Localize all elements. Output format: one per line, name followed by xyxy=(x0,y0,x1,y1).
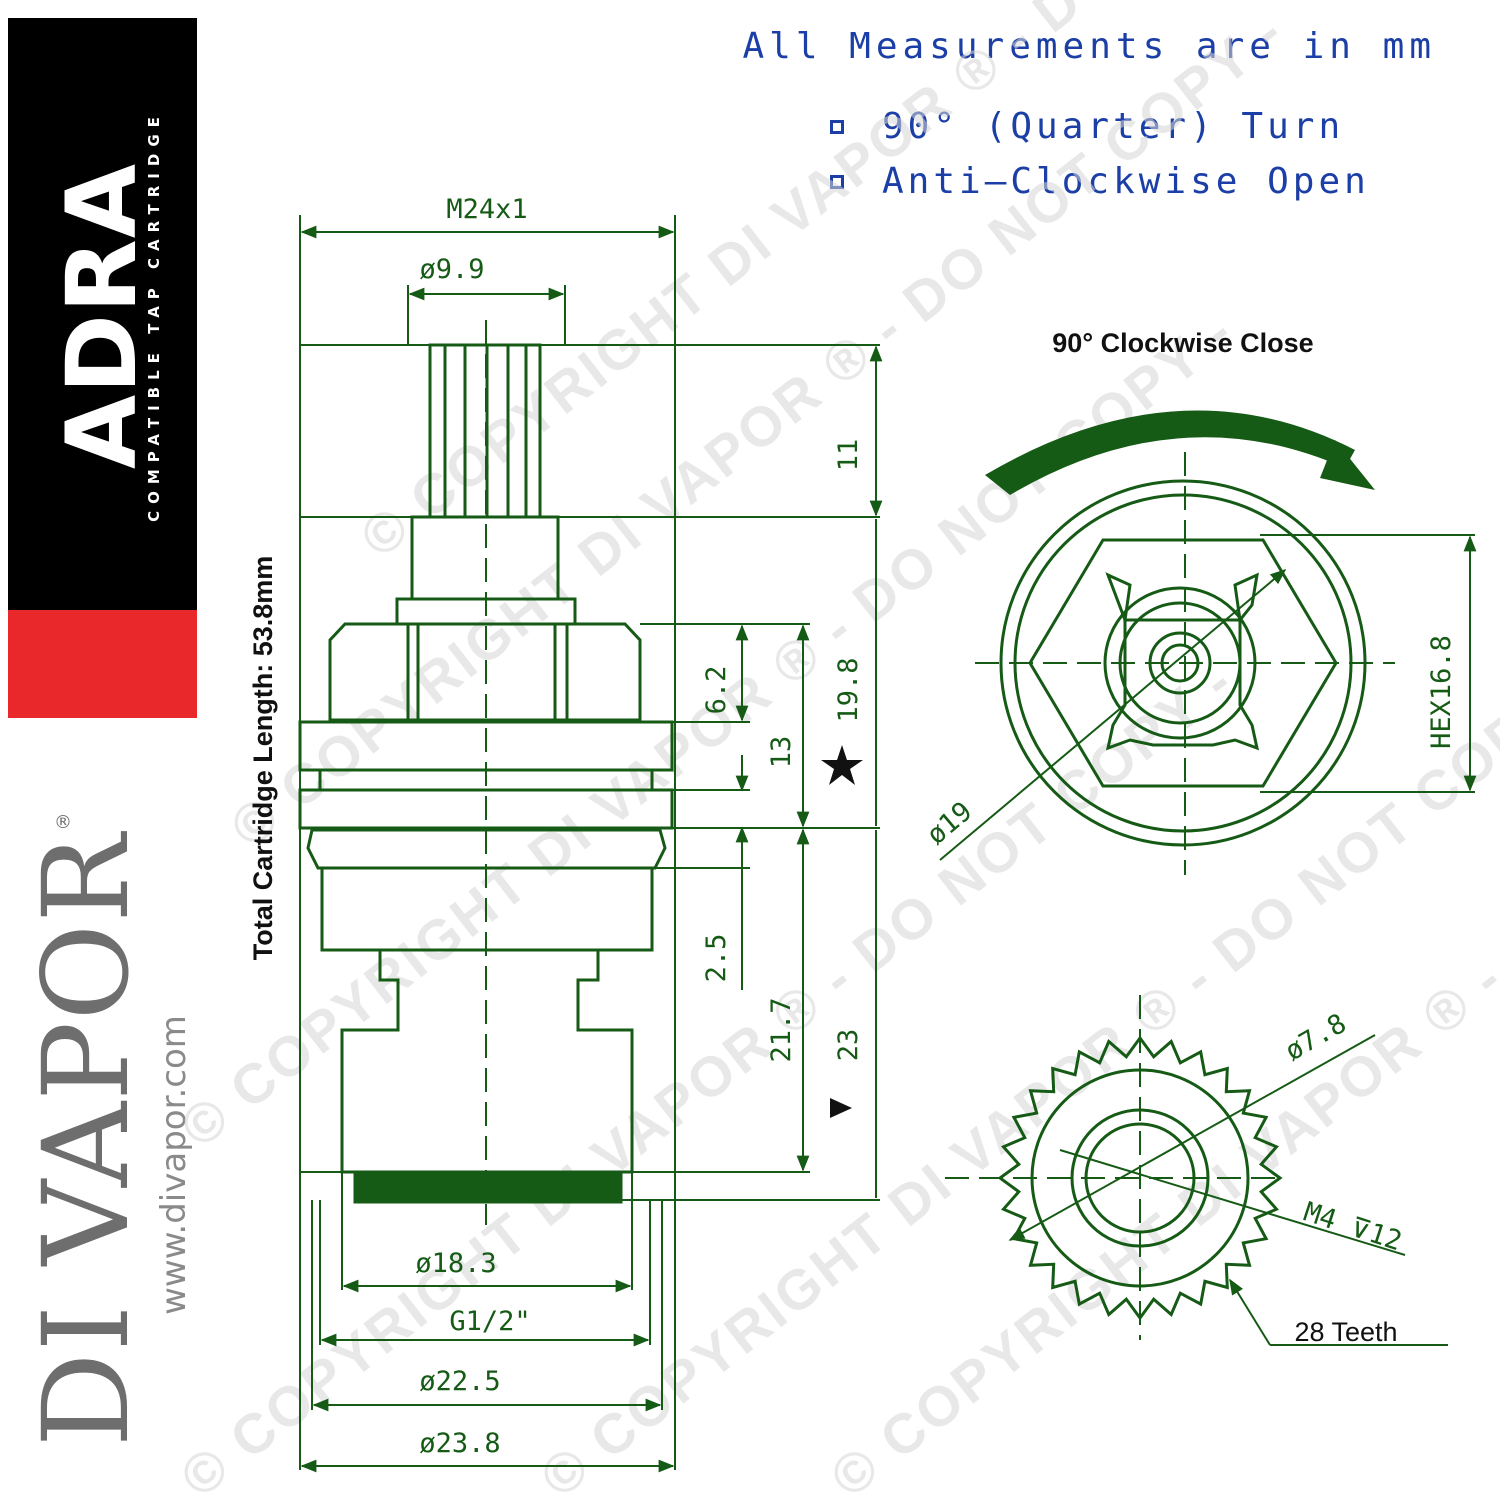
brand-accent-bar xyxy=(8,610,197,718)
dim-flange-dia: ø23.8 xyxy=(419,1428,500,1459)
dim-body: 21.7 xyxy=(766,997,797,1062)
teeth-count-label: 28 Teeth xyxy=(1294,1317,1397,1347)
dim-tri-length: 23 xyxy=(833,1029,864,1062)
dim-spline-dia: ø9.9 xyxy=(419,254,484,285)
dim-hex-height: 6.2 xyxy=(701,666,732,715)
bullet-text: 90° (Quarter) Turn xyxy=(882,106,1345,147)
rotation-arrow-icon xyxy=(985,410,1375,495)
dim-spline-height: 11 xyxy=(833,439,864,472)
dim-thread-top: M24x1 xyxy=(446,194,527,225)
star-marker-icon xyxy=(821,745,863,785)
watermark-line: © COPYRIGHT DI VAPOR ® - DO NOT COPY - xyxy=(819,649,1500,1500)
total-length-label: Total Cartridge Length: 53.8mm xyxy=(248,556,278,961)
dim-seat: 2.5 xyxy=(701,934,732,983)
measurement-note: All Measurements are in mm xyxy=(742,26,1436,67)
dim-body-dia: ø22.5 xyxy=(419,1366,500,1397)
cartridge-side-view xyxy=(298,215,883,1473)
bullet-anticlockwise: Anti–Clockwise Open xyxy=(830,161,1370,202)
hex-size-label: HEX16.8 xyxy=(1426,635,1457,749)
bullet-square-icon xyxy=(830,174,844,189)
dim-collar: 13 xyxy=(766,736,797,769)
dim-bottom-dia: ø18.3 xyxy=(415,1248,496,1279)
triangle-marker-icon xyxy=(830,1098,852,1118)
bullet-square-icon xyxy=(830,119,844,134)
bullet-text: Anti–Clockwise Open xyxy=(882,161,1370,202)
dim-star-length: 19.8 xyxy=(833,657,864,722)
cartridge-top-view xyxy=(939,452,1477,875)
dim-thread-bottom: G1/2" xyxy=(449,1306,530,1337)
copyright-watermark: © COPYRIGHT DI VAPOR ® - DO NOT COPY - ©… xyxy=(169,0,1500,1500)
bullet-quarter-turn: 90° (Quarter) Turn xyxy=(830,106,1344,147)
brand-panel xyxy=(8,18,197,610)
spline-thread-label: M4 ⊽12 xyxy=(1300,1197,1406,1258)
close-direction-caption: 90° Clockwise Close xyxy=(1052,328,1313,358)
registered-mark: ® xyxy=(54,812,72,833)
watermark-line: © COPYRIGHT DI VAPOR ® - DO NOT COPY - xyxy=(349,0,1426,569)
spline-end-view xyxy=(945,995,1448,1346)
